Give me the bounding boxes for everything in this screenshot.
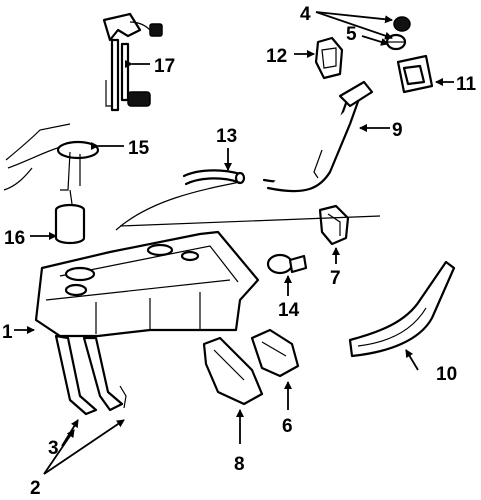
callout-5: 5 bbox=[346, 24, 357, 45]
leader-2b bbox=[43, 419, 125, 475]
part-11-filler-housing bbox=[396, 54, 434, 94]
callout-7: 7 bbox=[330, 268, 341, 289]
leader-lines bbox=[14, 11, 454, 475]
part-4-fuel-cap bbox=[385, 16, 411, 51]
callout-11: 11 bbox=[456, 74, 477, 95]
callout-10: 10 bbox=[436, 364, 457, 385]
leader-3 bbox=[61, 419, 79, 447]
callout-1: 1 bbox=[2, 322, 13, 343]
callout-2: 2 bbox=[30, 478, 41, 499]
callout-6: 6 bbox=[282, 416, 293, 437]
callout-14: 14 bbox=[278, 300, 300, 321]
part-16-fuel-filter bbox=[54, 189, 86, 245]
callout-15: 15 bbox=[128, 138, 150, 159]
callout-labels: 4 5 12 11 17 9 13 15 16 7 14 1 10 6 3 8 … bbox=[2, 4, 477, 499]
callout-9: 9 bbox=[392, 120, 403, 141]
leader-2a bbox=[43, 429, 75, 475]
leader-5 bbox=[361, 35, 389, 46]
leader-4a bbox=[315, 11, 393, 24]
part-9-filler-neck bbox=[262, 80, 374, 193]
part-17-fuel-pump-sender bbox=[102, 12, 163, 112]
callout-12: 12 bbox=[266, 46, 287, 67]
part-10-splash-shield bbox=[348, 260, 456, 358]
leader-4b bbox=[315, 11, 393, 40]
callout-16: 16 bbox=[4, 228, 25, 249]
callout-17: 17 bbox=[154, 56, 175, 77]
callout-4: 4 bbox=[300, 4, 311, 25]
part-8-heat-shield bbox=[202, 336, 264, 406]
callout-8: 8 bbox=[234, 454, 245, 475]
part-15-fuel-sender-unit bbox=[3, 123, 100, 191]
part-6-support-bracket bbox=[250, 328, 300, 378]
part-7-mounting-bracket bbox=[318, 204, 350, 246]
part-2-tank-straps bbox=[54, 334, 127, 416]
part-13-filler-hose bbox=[182, 169, 246, 186]
part-14-vent-valve bbox=[266, 253, 308, 275]
leader-10 bbox=[405, 349, 419, 371]
callout-3: 3 bbox=[48, 438, 59, 459]
callout-13: 13 bbox=[216, 126, 237, 147]
part-12-filler-door-bracket bbox=[314, 36, 344, 80]
part-1-fuel-tank bbox=[34, 181, 381, 338]
